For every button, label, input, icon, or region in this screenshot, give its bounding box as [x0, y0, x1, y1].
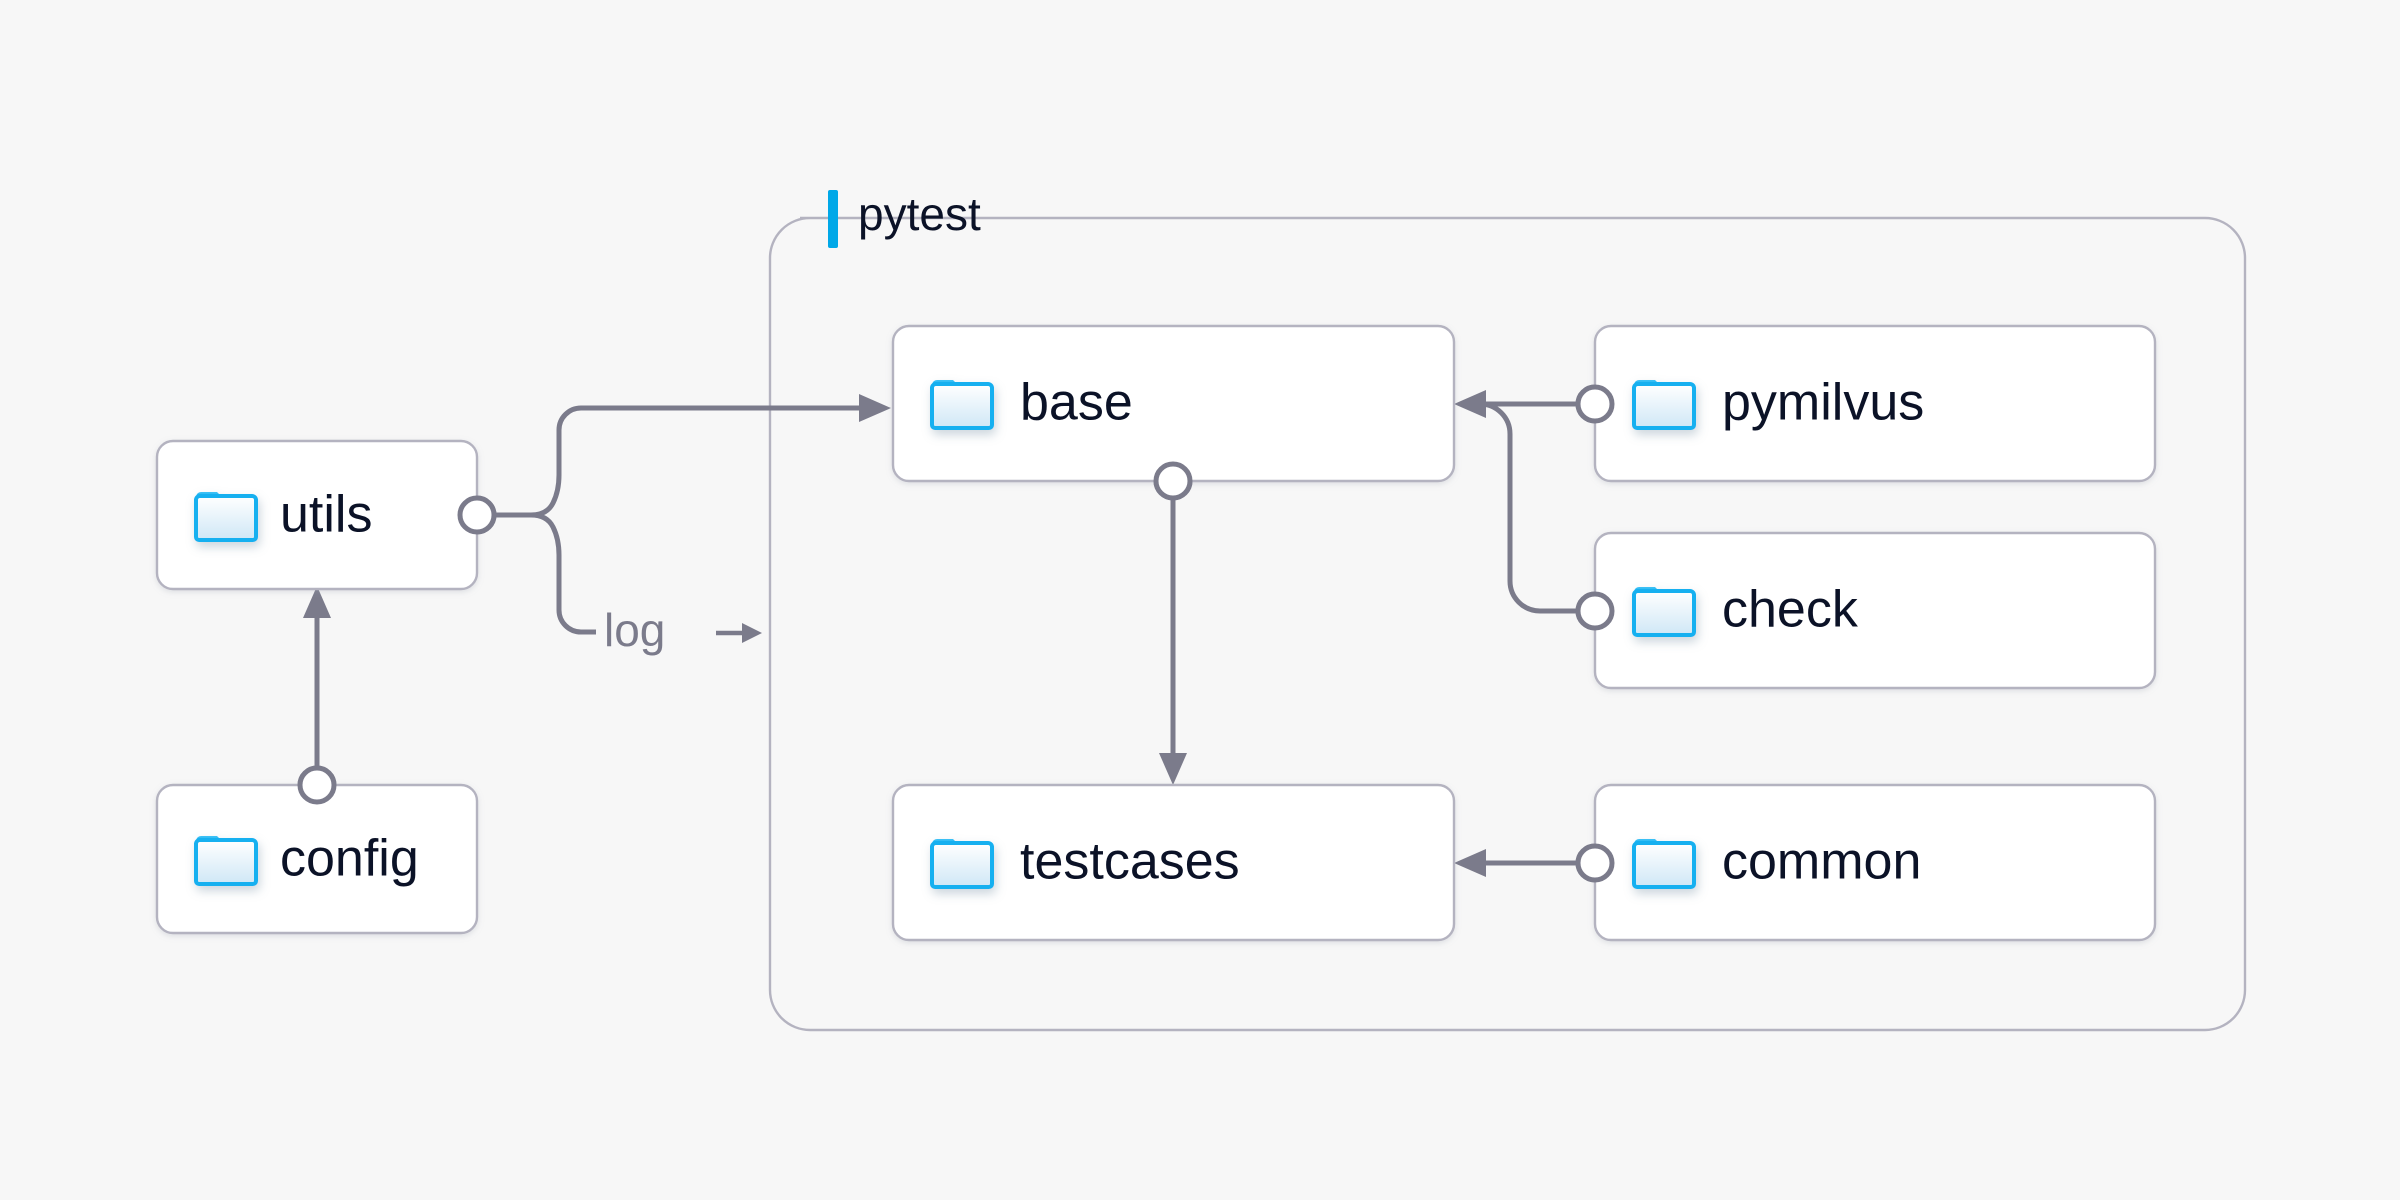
- folder-icon: [1632, 837, 1696, 889]
- node-check[interactable]: check: [1593, 531, 2157, 690]
- node-base[interactable]: base: [891, 324, 1456, 483]
- edge-utils-to-log-line: [530, 512, 596, 635]
- port-config-top-overlay[interactable]: [297, 765, 337, 805]
- group-pytest[interactable]: pytest: [768, 188, 2247, 1032]
- node-common[interactable]: common: [1593, 783, 2157, 942]
- edge-utils-branch: [457, 394, 891, 635]
- folder-icon: [194, 490, 258, 542]
- edge-common-to-testcases-arrowhead: [1454, 849, 1486, 877]
- edge-right-column-to-base: [1454, 384, 1615, 631]
- edge-config-to-utils-arrowhead: [303, 586, 331, 618]
- group-accent-bar: [828, 190, 838, 248]
- node-check-label: check: [1722, 581, 1859, 639]
- edge-log-arrowhead: [742, 623, 762, 643]
- node-testcases-label: testcases: [1020, 833, 1240, 891]
- edge-check-to-base-line: [1479, 401, 1595, 614]
- edge-base-to-testcases: [1153, 461, 1193, 785]
- edge-label-log: log: [604, 604, 665, 656]
- edge-base-to-testcases-arrowhead: [1159, 753, 1187, 785]
- folder-icon: [930, 837, 994, 889]
- edge-label-log-group: log: [604, 604, 762, 656]
- group-border: [768, 216, 2247, 1032]
- folder-icon: [930, 378, 994, 430]
- node-config[interactable]: config: [155, 783, 479, 935]
- node-utils-label: utils: [280, 486, 372, 544]
- group-title: pytest: [858, 188, 981, 240]
- edge-utils-to-base-arrowhead: [859, 394, 891, 422]
- edge-right-column-arrowhead: [1454, 390, 1486, 418]
- folder-icon: [1632, 585, 1696, 637]
- node-pymilvus-label: pymilvus: [1722, 374, 1924, 432]
- port-check-left-overlay[interactable]: [1575, 591, 1615, 631]
- port-common-left-overlay[interactable]: [1575, 843, 1615, 883]
- folder-icon: [1632, 378, 1696, 430]
- node-base-label: base: [1020, 374, 1133, 432]
- node-utils[interactable]: utils: [155, 439, 479, 591]
- port-utils-right-overlay[interactable]: [457, 495, 497, 535]
- edge-utils-to-base-line: [530, 405, 865, 518]
- node-common-label: common: [1722, 833, 1921, 891]
- folder-icon: [194, 834, 258, 886]
- node-pymilvus[interactable]: pymilvus: [1593, 324, 2157, 483]
- port-base-bottom-overlay[interactable]: [1153, 461, 1193, 501]
- node-testcases-box: [891, 783, 1456, 942]
- node-config-label: config: [280, 830, 419, 888]
- node-testcases[interactable]: testcases: [891, 783, 1456, 942]
- port-overlay-layer: [297, 384, 1615, 883]
- port-pymilvus-left-overlay[interactable]: [1575, 384, 1615, 424]
